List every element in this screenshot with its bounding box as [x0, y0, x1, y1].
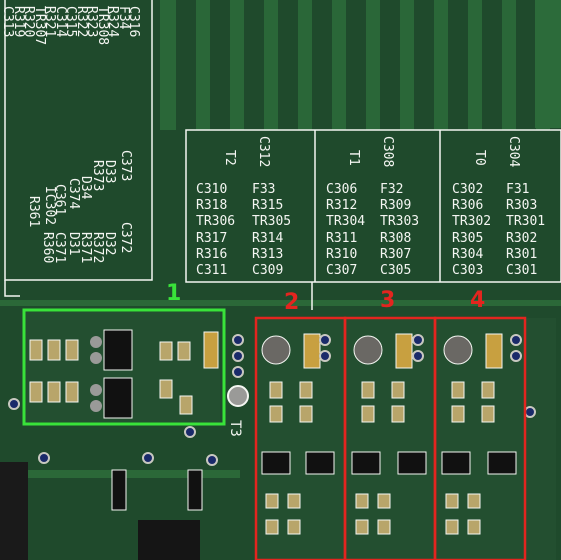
table-header: T2 [222, 150, 237, 166]
table-cell: F33 [252, 182, 276, 197]
table-cell: TR302 [452, 214, 492, 230]
table-cell: R304 [452, 246, 484, 262]
silk-middle-label: R361 [26, 196, 41, 228]
silk-middle-label: C372 [118, 222, 133, 254]
table-cell: R308 [380, 230, 412, 246]
table-header: T1 [346, 150, 361, 166]
silk-middle-label: C373 [118, 150, 133, 182]
highlight-region-4 [433, 316, 527, 560]
region-number-4: 4 [470, 288, 486, 313]
table-header: T0 [472, 150, 487, 166]
table-cell: R318 [196, 198, 228, 214]
table-cell: TR305 [252, 214, 292, 230]
table-cell: C302 [452, 182, 484, 197]
table-cell: R302 [506, 230, 538, 246]
table-cell: R310 [326, 246, 358, 262]
silk-outline-upper [4, 0, 153, 281]
table-cell: R311 [326, 230, 358, 246]
lower-left-parts [0, 462, 203, 560]
table-cell: C301 [506, 263, 538, 278]
table-cell: TR306 [196, 214, 236, 230]
silk-middle-label: D31 [66, 232, 81, 256]
region-1-parts [24, 312, 220, 422]
silk-middle-label: C374 [66, 178, 81, 210]
table-cell: R314 [252, 230, 284, 246]
table-cell: C307 [326, 263, 358, 278]
table-cell: C305 [380, 263, 412, 278]
table-cell: C303 [452, 263, 484, 278]
table-cell: R301 [506, 246, 538, 262]
t3-label: T3 [227, 420, 243, 437]
table-cell: C310 [196, 182, 228, 197]
table-cell: R312 [326, 198, 358, 214]
silk-upper-label: C313 [0, 6, 15, 38]
table-header: C304 [506, 136, 521, 168]
table-cell: R315 [252, 198, 284, 214]
table-cell: TR303 [380, 214, 420, 230]
table-cell: R316 [196, 246, 228, 262]
t3-mounting-pad [227, 385, 249, 407]
silk-middle-label: IC302 [42, 186, 57, 226]
silk-outline-table [185, 129, 561, 283]
table-cell: R307 [380, 246, 412, 262]
table-cell: R317 [196, 230, 228, 246]
table-cell: TR301 [506, 214, 546, 230]
table-header: C312 [256, 136, 271, 168]
region-number-1: 1 [166, 281, 182, 306]
table-cell: C306 [326, 182, 358, 197]
region-number-3: 3 [380, 288, 396, 313]
table-cell: TR304 [326, 214, 366, 230]
table-cell: C309 [252, 263, 284, 278]
table-cell: C311 [196, 263, 228, 278]
vias [8, 334, 536, 466]
table-header: C308 [380, 136, 395, 168]
highlight-region-1 [22, 308, 226, 426]
region-number-2: 2 [284, 290, 300, 315]
table-cell: R303 [506, 198, 538, 214]
table-cell: F31 [506, 182, 530, 197]
table-cell: R306 [452, 198, 484, 214]
table-cell: F32 [380, 182, 404, 197]
regions-2-4-parts [256, 318, 556, 560]
table-cell: R309 [380, 198, 412, 214]
table-cell: R305 [452, 230, 484, 246]
silk-middle-label: R360 [40, 232, 55, 264]
table-cell: R313 [252, 246, 284, 262]
